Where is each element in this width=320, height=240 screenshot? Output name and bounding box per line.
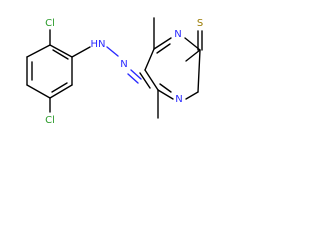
double-bond-inner bbox=[52, 49, 69, 60]
bond bbox=[185, 91, 199, 100]
double-bond-n-c bbox=[130, 69, 142, 80]
bond bbox=[26, 44, 51, 58]
phenyl-ring bbox=[26, 29, 91, 113]
bond bbox=[185, 49, 201, 62]
atom-n-azo: N bbox=[120, 59, 127, 70]
hydrazone-linker bbox=[106, 46, 142, 84]
atom-s: S bbox=[197, 18, 203, 29]
bond bbox=[144, 69, 159, 91]
pyrimidine-ring bbox=[139, 17, 203, 119]
double-bond-inner bbox=[156, 43, 171, 54]
double-bond-inner bbox=[139, 72, 151, 89]
atom-cl-bottom: Cl bbox=[45, 115, 55, 126]
atom-labels: Cl Cl HN N N N S bbox=[45, 18, 203, 126]
atom-n-ring-bottom: N bbox=[175, 94, 182, 105]
bond bbox=[26, 84, 51, 99]
bond-n-n bbox=[106, 46, 119, 57]
double-bond-inner bbox=[159, 83, 172, 93]
atom-cl-top: Cl bbox=[45, 18, 55, 29]
double-bond-inner bbox=[51, 82, 68, 93]
double-bond bbox=[157, 89, 174, 100]
structure-canvas: Cl Cl HN N N N S bbox=[0, 0, 228, 148]
bond bbox=[144, 48, 155, 71]
bond-to-nh bbox=[71, 46, 91, 58]
atom-hn: HN bbox=[91, 39, 106, 50]
double-bond bbox=[153, 37, 172, 50]
bond bbox=[49, 84, 73, 99]
atom-n-ring-top: N bbox=[174, 29, 181, 40]
molecule-diagram: Cl Cl HN N N N S bbox=[26, 17, 203, 126]
double-bond-n-c bbox=[127, 73, 139, 84]
bond bbox=[49, 44, 73, 58]
bond bbox=[197, 49, 201, 93]
